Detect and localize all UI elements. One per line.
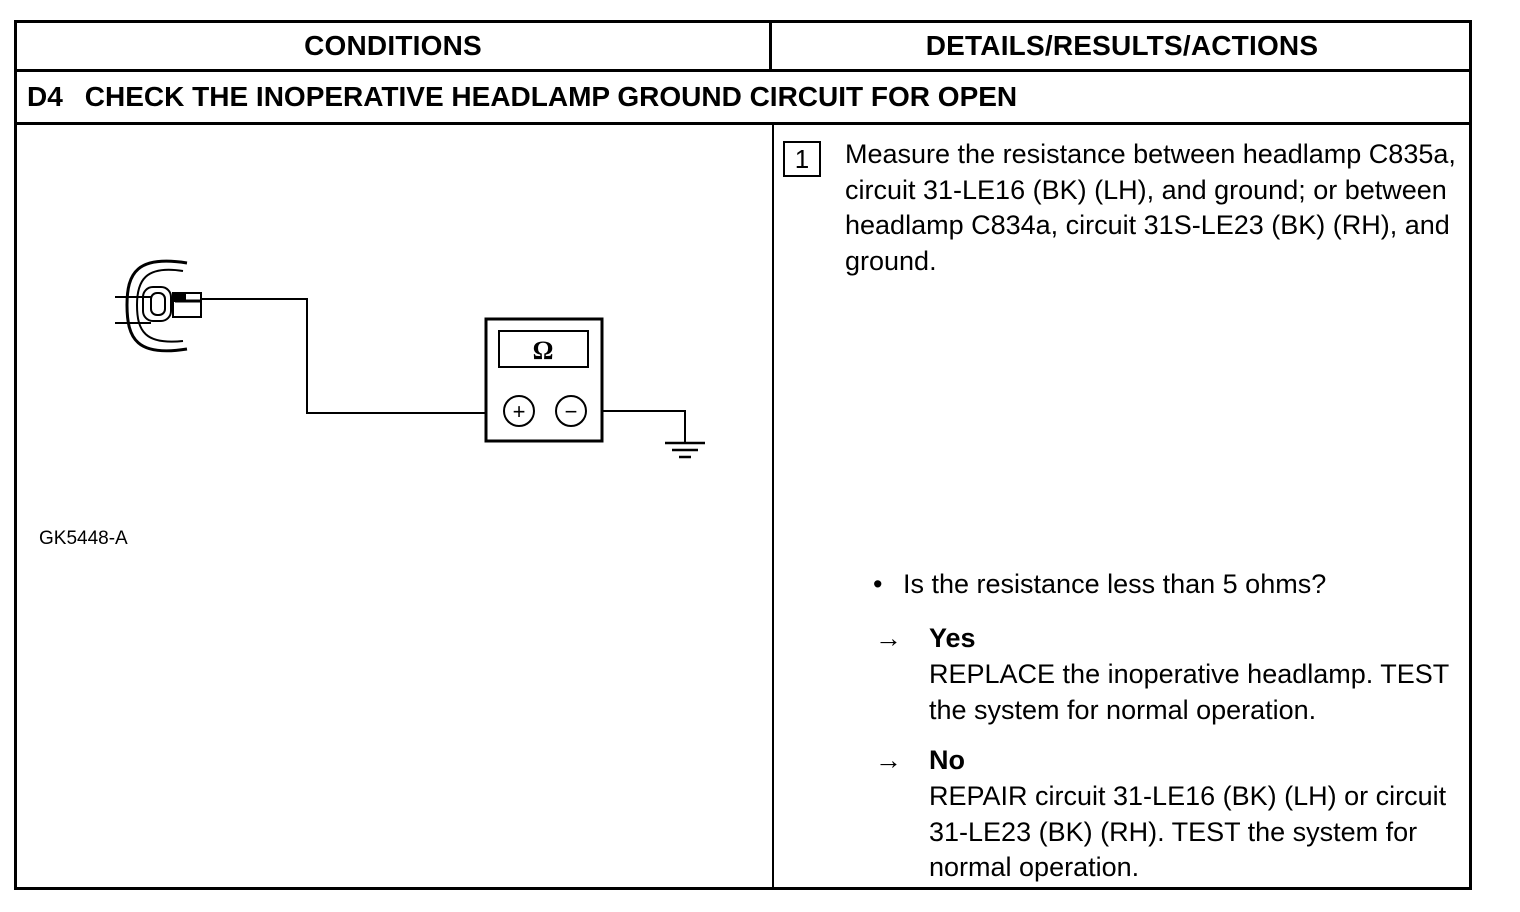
question: • Is the resistance less than 5 ohms? bbox=[873, 567, 1326, 602]
bullet-icon: • bbox=[873, 569, 883, 599]
no-label: No bbox=[929, 745, 965, 775]
column-divider bbox=[772, 125, 774, 887]
header-rule bbox=[17, 69, 1469, 72]
ohmmeter-icon: Ω + − bbox=[484, 317, 604, 443]
conditions-header: CONDITIONS bbox=[304, 30, 482, 61]
step-code: D4 bbox=[27, 81, 63, 112]
headlamp-connector-icon bbox=[115, 259, 202, 353]
positive-terminal: + bbox=[513, 399, 526, 424]
no-text: REPAIR circuit 31-LE16 (BK) (LH) or circ… bbox=[929, 781, 1447, 882]
question-text: Is the resistance less than 5 ohms? bbox=[903, 569, 1327, 599]
details-header: DETAILS/RESULTS/ACTIONS bbox=[925, 30, 1319, 61]
figure-id: GK5448-A bbox=[39, 528, 128, 549]
negative-terminal: − bbox=[565, 399, 578, 424]
action-number: 1 bbox=[783, 141, 821, 177]
step-title: D4 CHECK THE INOPERATIVE HEADLAMP GROUND… bbox=[27, 72, 1017, 122]
header-divider bbox=[769, 23, 772, 69]
step-title-text: CHECK THE INOPERATIVE HEADLAMP GROUND CI… bbox=[84, 81, 1018, 112]
yes-text: REPLACE the inoperative headlamp. TEST t… bbox=[929, 659, 1449, 725]
yes-label: Yes bbox=[929, 623, 976, 653]
ohm-symbol: Ω bbox=[533, 336, 554, 365]
arrow-right-icon: → bbox=[875, 623, 902, 653]
circuit-diagram: Ω + − bbox=[115, 259, 705, 459]
diagnostic-table: CONDITIONS DETAILS/RESULTS/ACTIONS D4 CH… bbox=[14, 20, 1472, 890]
arrow-right-icon: → bbox=[875, 745, 902, 775]
ground-symbol-icon bbox=[665, 441, 705, 459]
title-rule bbox=[17, 122, 1469, 125]
instruction-text: Measure the resistance between headlamp … bbox=[845, 139, 1456, 276]
test-lead-wires bbox=[201, 298, 686, 443]
